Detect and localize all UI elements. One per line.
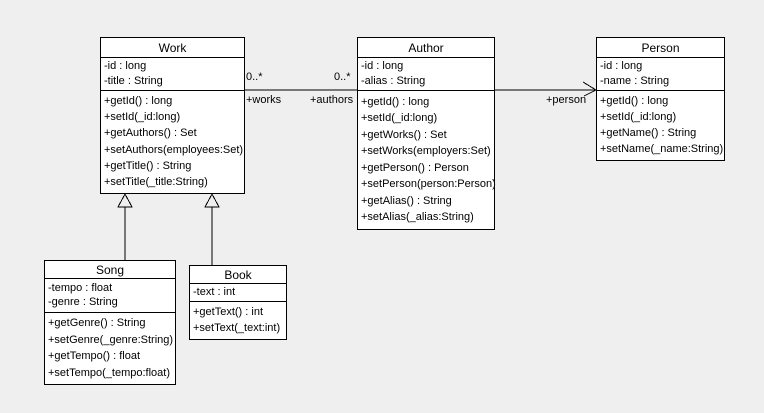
method: +getId() : long [104,95,173,108]
attribute: -id : long [361,60,404,73]
class-person-attributes: -id : long -name : String [597,58,724,91]
hollow-triangle-icon [117,192,133,208]
class-song-methods: +getGenre() : String +setGenre(_genre:St… [45,313,175,384]
method: +setId(_id:long) [104,111,181,124]
role-label-person: +person [546,94,587,106]
attribute: -id : long [600,60,643,73]
method: +setPerson(person:Person) [361,178,496,191]
class-author[interactable]: Author -id : long -alias : String +getId… [357,37,496,230]
class-work-methods: +getId() : long +setId(_id:long) +getAut… [101,91,244,193]
class-book[interactable]: Book -text : int +getText() : int +setTe… [189,265,287,340]
attribute: -name : String [600,74,670,87]
method: +setAuthors(employees:Set) [104,143,244,156]
class-work-name: Work [101,38,244,58]
class-person-methods: +getId() : long +setId(_id:long) +getNam… [597,91,724,160]
class-book-methods: +getText() : int +setText(_text:int) [190,302,286,339]
method: +setTempo(_tempo:float) [48,366,170,379]
method: +setWorks(employers:Set) [361,145,491,158]
method: +setAlias(_alias:String) [361,211,474,224]
class-author-attributes: -id : long -alias : String [358,58,494,91]
multiplicity-label-work-end: 0..* [246,71,263,83]
hollow-triangle-icon [204,192,220,208]
method: +setId(_id:long) [600,111,677,123]
method: +getTitle() : String [104,159,192,172]
method: +setText(_text:int) [193,322,281,334]
class-author-methods: +getId() : long +setId(_id:long) +getWor… [358,91,496,229]
class-person-name: Person [597,38,724,58]
class-work-attributes: -id : long -title : String [101,58,244,91]
method: +getAlias() : String [361,194,452,207]
method: +setId(_id:long) [361,112,438,125]
role-label-works: +works [246,94,282,106]
attribute: -tempo : float [48,281,113,294]
class-song-attributes: -tempo : float -genre : String [45,279,175,313]
method: +setTitle(_title:String) [104,175,208,188]
attribute: -id : long [104,60,147,73]
attribute: -title : String [104,74,163,87]
attribute: -text : int [193,286,236,298]
method: +getId() : long [361,95,430,108]
class-author-name: Author [358,38,494,58]
class-work[interactable]: Work -id : long -title : String +getId()… [100,37,245,194]
attribute: -alias : String [361,74,426,87]
multiplicity-label-author-end: 0..* [334,71,351,83]
role-label-authors: +authors [310,94,354,106]
method: +getAuthors() : Set [104,127,197,140]
method: +getPerson() : Person [361,161,469,174]
method: +setGenre(_genre:String) [48,333,174,346]
class-song[interactable]: Song -tempo : float -genre : String +get… [44,260,176,385]
class-person[interactable]: Person -id : long -name : String +getId(… [596,37,725,161]
method: +getName() : String [600,127,697,139]
class-book-attributes: -text : int [190,284,286,302]
attribute: -genre : String [48,296,118,309]
method: +setName(_name:String) [600,143,724,155]
class-song-name: Song [45,261,175,279]
method: +getText() : int [193,306,264,318]
method: +getTempo() : float [48,350,141,363]
method: +getId() : long [600,95,669,107]
class-book-name: Book [190,266,286,284]
method: +getGenre() : String [48,317,146,330]
method: +getWorks() : Set [361,128,447,141]
